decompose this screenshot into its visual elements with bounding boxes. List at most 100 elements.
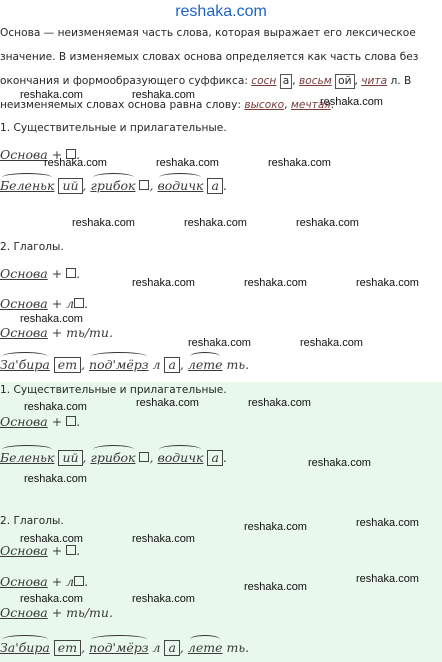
ending-box: а: [164, 640, 180, 656]
site-logo[interactable]: reshaka.com: [175, 3, 267, 20]
word-base: водичк: [157, 173, 204, 193]
ending-box: ет: [53, 357, 82, 373]
example-word: высоко: [244, 99, 285, 111]
section1-heading: 1. Существительные и прилагательные.: [0, 122, 227, 134]
plus-sign: +: [47, 147, 67, 162]
intro-text: окончания и формообразующего суффикса:: [0, 75, 252, 87]
ending-box: а: [207, 450, 223, 466]
null-ending-square: [66, 545, 77, 555]
formula-base: Основа: [0, 296, 48, 311]
formula-base: Основа: [0, 147, 48, 162]
suffix-mark: л: [390, 75, 398, 87]
word-base: грибок: [90, 173, 136, 193]
formula-base: Основа: [0, 325, 48, 340]
formula-base: Основа: [0, 574, 48, 589]
watermark: reshaka.com: [156, 157, 219, 169]
plus-sign: +: [47, 574, 67, 589]
watermark: reshaka.com: [300, 337, 363, 349]
answer-section2-heading: 2. Глаголы.: [0, 515, 64, 527]
watermark: reshaka.com: [248, 397, 311, 409]
watermark: reshaka.com: [320, 96, 383, 108]
example-word: восьм: [298, 75, 332, 87]
intro-line-4: неизменяемых словах основа равна слову: …: [0, 99, 335, 111]
suffix-mark: ть/ти: [66, 325, 109, 340]
watermark: reshaka.com: [20, 313, 83, 325]
null-ending-square: [66, 268, 77, 278]
example-word: мечтая: [290, 99, 331, 111]
watermark: reshaka.com: [132, 277, 195, 289]
word-base: водичк: [157, 445, 204, 465]
watermark: reshaka.com: [20, 533, 83, 545]
answer-formula-verb-2: Основа + л.: [0, 574, 89, 589]
word-base: грибок: [90, 445, 136, 465]
plus-sign: +: [47, 414, 67, 429]
ending-box: ий: [58, 178, 83, 194]
answer-formula-verb-1: Основа + .: [0, 543, 81, 558]
word-base: лете: [187, 352, 223, 372]
intro-text: неизменяемых словах основа равна слову:: [0, 99, 245, 111]
word-base: За'бира: [0, 352, 50, 372]
watermark: reshaka.com: [356, 573, 419, 585]
section2-heading: 2. Глаголы.: [0, 241, 64, 253]
watermark: reshaka.com: [132, 593, 195, 605]
answer-formula-noun: Основа + .: [0, 414, 81, 429]
plus-sign: +: [47, 325, 67, 340]
word-base: под'мёрз: [89, 635, 149, 655]
watermark: reshaka.com: [72, 217, 135, 229]
intro-line-2: значение. В изменяемых словах основа опр…: [0, 51, 419, 63]
null-ending-square: [74, 298, 85, 308]
suffix-mark: ть: [226, 640, 246, 655]
example-word: чита: [361, 75, 388, 87]
null-ending-square: [139, 452, 150, 462]
word-base: лете: [187, 635, 223, 655]
answer-section1-heading: 1. Существительные и прилагательные.: [0, 384, 227, 396]
intro-text: . В: [397, 75, 412, 87]
ending-box: а: [207, 178, 223, 194]
example-word: сосн: [251, 75, 277, 87]
plus-sign: +: [47, 605, 67, 620]
word-base: Беленьк: [0, 445, 55, 465]
formula-noun: Основа + .: [0, 147, 81, 162]
ending-box: ой: [335, 74, 355, 89]
intro-line-3: окончания и формообразующего суффикса: с…: [0, 74, 412, 89]
suffix-mark: л: [66, 296, 75, 311]
watermark: reshaka.com: [136, 397, 199, 409]
word-base: под'мёрз: [89, 352, 149, 372]
watermark: reshaka.com: [184, 217, 247, 229]
watermark: reshaka.com: [44, 157, 107, 169]
words-verb: За'бира ет, под'мёрз л а, лете ть.: [0, 352, 250, 373]
ending-box: а: [164, 357, 180, 373]
watermark: reshaka.com: [132, 89, 195, 101]
watermark: reshaka.com: [24, 473, 87, 485]
formula-base: Основа: [0, 266, 48, 281]
suffix-mark: ть/ти: [66, 605, 109, 620]
watermark: reshaka.com: [268, 157, 331, 169]
watermark: reshaka.com: [244, 277, 307, 289]
word-base: За'бира: [0, 635, 50, 655]
formula-base: Основа: [0, 414, 48, 429]
formula-base: Основа: [0, 543, 48, 558]
answer-panel: [0, 382, 442, 662]
answer-words-verb: За'бира ет, под'мёрз л а, лете ть.: [0, 635, 250, 656]
watermark: reshaka.com: [356, 277, 419, 289]
ending-box: ет: [53, 640, 82, 656]
intro-line-1: Основа — неизменяемая часть слова, котор…: [0, 27, 416, 39]
answer-formula-verb-3: Основа + ть/ти.: [0, 605, 113, 620]
formula-base: Основа: [0, 605, 48, 620]
answer-words-noun: Беленьк ий, грибок , водичк а.: [0, 445, 227, 466]
suffix-mark: л: [152, 640, 161, 655]
formula-verb-3: Основа + ть/ти.: [0, 325, 113, 340]
word-base: Беленьк: [0, 173, 55, 193]
watermark: reshaka.com: [188, 337, 251, 349]
plus-sign: +: [47, 296, 67, 311]
plus-sign: +: [47, 543, 67, 558]
words-noun: Беленьк ий, грибок , водичк а.: [0, 173, 227, 194]
watermark: reshaka.com: [296, 217, 359, 229]
watermark: reshaka.com: [244, 521, 307, 533]
watermark: reshaka.com: [356, 517, 419, 529]
watermark: reshaka.com: [24, 401, 87, 413]
watermark: reshaka.com: [244, 581, 307, 593]
watermark: reshaka.com: [20, 593, 83, 605]
suffix-mark: л: [66, 574, 75, 589]
suffix-mark: ть: [226, 357, 246, 372]
